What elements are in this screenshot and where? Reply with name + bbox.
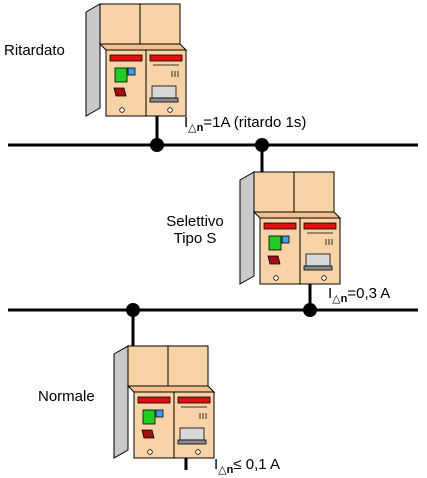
label-normale: Normale xyxy=(38,388,95,405)
junction-dot xyxy=(150,138,164,152)
junction-dot xyxy=(255,138,269,152)
label-ritardato: Ritardato xyxy=(4,42,65,59)
label-selettivo: Selettivo Tipo S xyxy=(158,213,232,247)
current-value: =0,3 A xyxy=(347,285,391,302)
current-value: =1A (ritardo 1s) xyxy=(203,114,307,131)
current-subscript: △n xyxy=(332,293,348,305)
breaker-ritardato xyxy=(85,3,187,117)
current-rating-bottom: I△n≤ 0,1 A xyxy=(214,456,280,476)
junction-dot xyxy=(126,303,140,317)
current-symbol: I xyxy=(328,285,333,302)
current-symbol: I xyxy=(184,114,189,131)
junction-dot xyxy=(303,303,317,317)
label-selettivo-line2: Tipo S xyxy=(173,230,217,247)
current-symbol: I xyxy=(214,456,219,473)
breaker-normale xyxy=(113,345,215,459)
current-value: ≤ 0,1 A xyxy=(233,456,280,473)
current-subscript: △n xyxy=(188,122,204,134)
current-rating-top: I△n=1A (ritardo 1s) xyxy=(184,114,307,134)
current-subscript: △n xyxy=(218,464,234,476)
current-rating-middle: I△n=0,3 A xyxy=(328,285,391,305)
label-selettivo-line1: Selettivo xyxy=(166,213,224,230)
breaker-selettivo xyxy=(239,171,341,285)
